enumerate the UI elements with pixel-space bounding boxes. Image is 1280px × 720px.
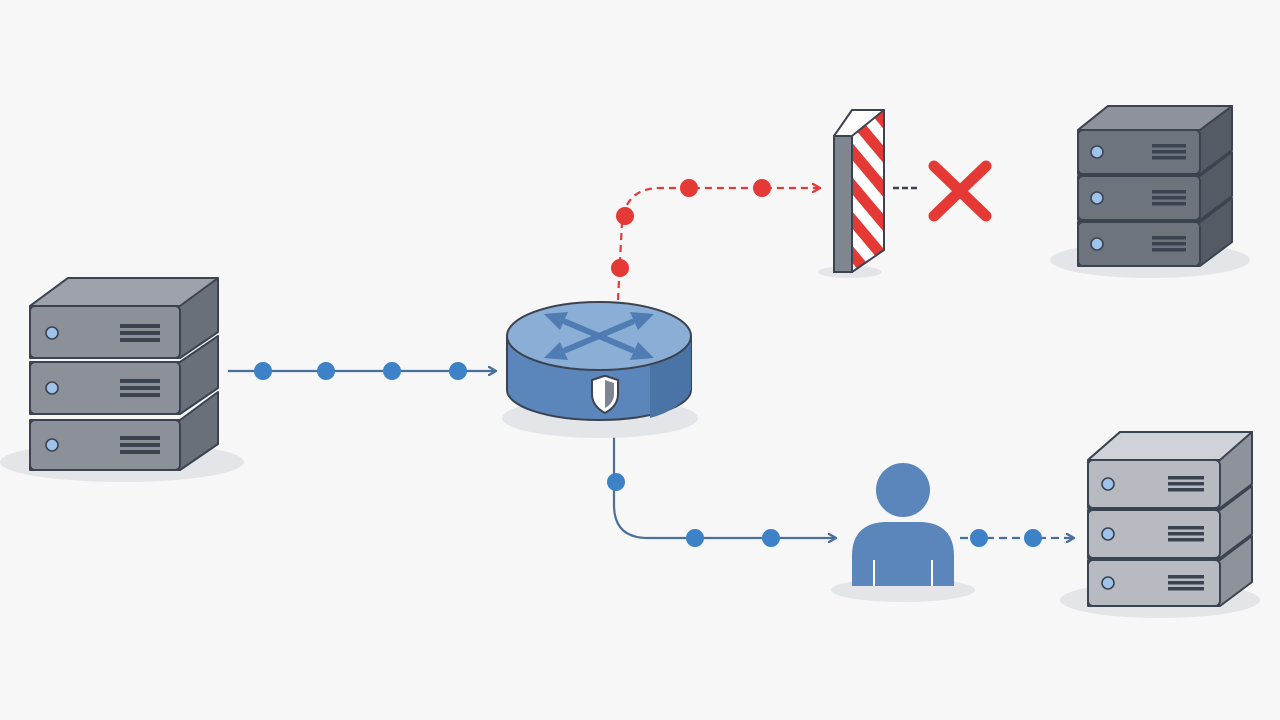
- packet-dot: [383, 362, 401, 380]
- blocked-connection: [893, 160, 992, 222]
- packet-dot: [970, 529, 988, 547]
- packet-dot: [686, 529, 704, 547]
- server-unit: [1077, 197, 1233, 267]
- flow-source-to-router: [228, 362, 496, 380]
- packet-dot: [616, 207, 634, 225]
- server-unit: [29, 277, 219, 359]
- packet-dot: [680, 179, 698, 197]
- flow-router-to-user: [607, 424, 836, 547]
- user-icon: [852, 463, 954, 586]
- packet-dot: [317, 362, 335, 380]
- packet-dot: [254, 362, 272, 380]
- server-unit: [1077, 105, 1233, 175]
- packet-dot: [1024, 529, 1042, 547]
- cross-icon: [928, 160, 992, 222]
- server-unit: [1087, 485, 1253, 559]
- allowed-server-stack: [1060, 431, 1260, 618]
- packet-dot: [753, 179, 771, 197]
- shield-icon: [591, 375, 619, 415]
- user-node: [831, 463, 975, 602]
- packet-dot: [607, 473, 625, 491]
- packet-dot: [611, 259, 629, 277]
- server-unit: [29, 335, 219, 415]
- blocked-server-stack: [1050, 105, 1250, 278]
- flow-router-to-firewall: [611, 179, 820, 301]
- router-arrows-icon: [544, 312, 654, 360]
- server-unit: [1087, 431, 1253, 509]
- server-unit: [29, 391, 219, 471]
- packet-dot: [762, 529, 780, 547]
- server-unit: [1087, 535, 1253, 607]
- source-server-stack: [0, 277, 244, 482]
- server-unit: [1077, 151, 1233, 221]
- router-node: [502, 301, 698, 438]
- packet-dot: [449, 362, 467, 380]
- flow-user-to-allowed-server: [960, 529, 1074, 547]
- firewall-node: [818, 109, 885, 278]
